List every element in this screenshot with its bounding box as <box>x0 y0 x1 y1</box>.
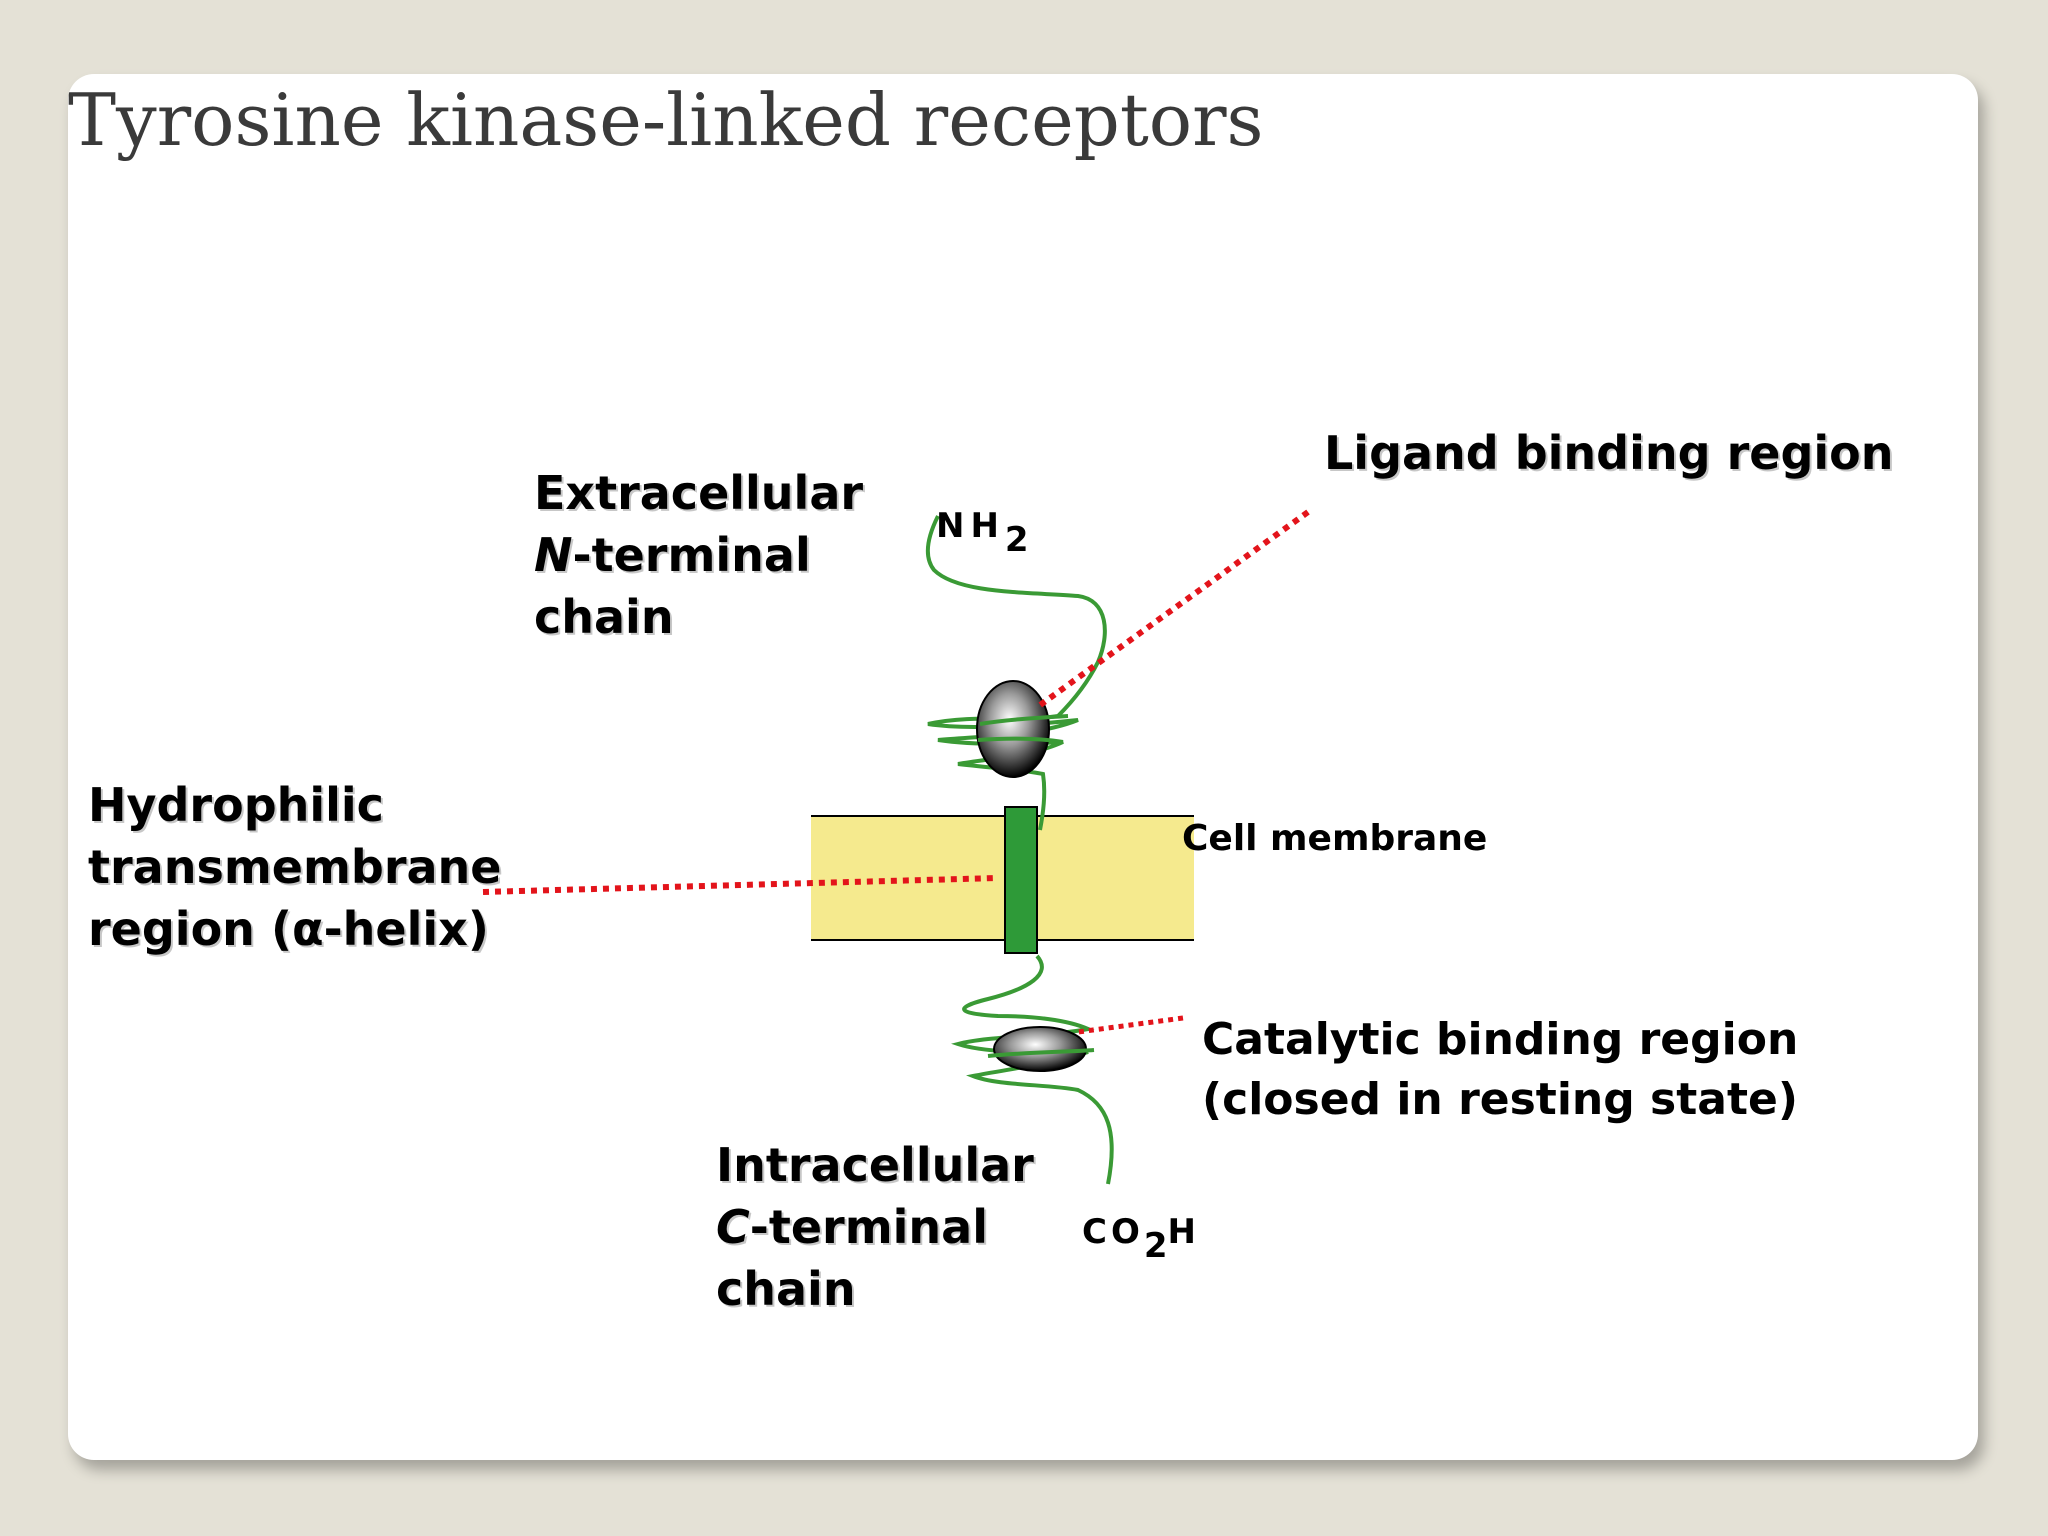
intracellular-line1: Intracellular <box>716 1138 1034 1192</box>
catalytic-site-ellipsoid <box>993 1026 1087 1072</box>
co2h-label: CO2H <box>1082 1212 1200 1266</box>
hydrophilic-line1: Hydrophilic <box>88 778 384 832</box>
transmembrane-pointer <box>482 875 999 895</box>
cell-membrane <box>811 815 1194 941</box>
extracellular-line1: Extracellular <box>534 466 864 520</box>
c-terminal-chain <box>951 954 1114 1185</box>
catalytic-line1: Catalytic binding region <box>1202 1014 1799 1065</box>
cell-membrane-label: Cell membrane <box>1182 818 1488 859</box>
hydrophilic-label: Hydrophilic transmembrane region (α-heli… <box>88 774 502 960</box>
nh2-label: NH2 <box>936 506 1029 560</box>
receptor-diagram <box>482 509 1310 1185</box>
ligand-binding-label: Ligand binding region <box>1324 426 1894 480</box>
hydrophilic-line3: region (α-helix) <box>88 902 489 956</box>
transmembrane-helix <box>1004 806 1038 954</box>
catalytic-pointer <box>1077 1015 1184 1035</box>
ligand-site-ellipsoid <box>976 680 1050 778</box>
intracellular-label: Intracellular C-terminal chain <box>716 1134 1034 1320</box>
extracellular-label: Extracellular N-terminal chain <box>534 462 863 648</box>
catalytic-line2: (closed in resting state) <box>1202 1074 1798 1125</box>
intracellular-line3: chain <box>716 1262 856 1316</box>
catalytic-label: Catalytic binding region (closed in rest… <box>1202 1010 1798 1130</box>
ligand-pointer <box>1034 509 1310 711</box>
extracellular-line3: chain <box>534 590 674 644</box>
page-title: Tyrosine kinase-linked receptors <box>68 78 1264 162</box>
hydrophilic-line2: transmembrane <box>88 840 502 894</box>
intracellular-line2: C-terminal <box>716 1200 988 1254</box>
extracellular-line2: N-terminal <box>534 528 811 582</box>
n-terminal-chain <box>925 515 1107 831</box>
slide: Tyrosine kinase-linked receptors <box>68 74 1978 1460</box>
